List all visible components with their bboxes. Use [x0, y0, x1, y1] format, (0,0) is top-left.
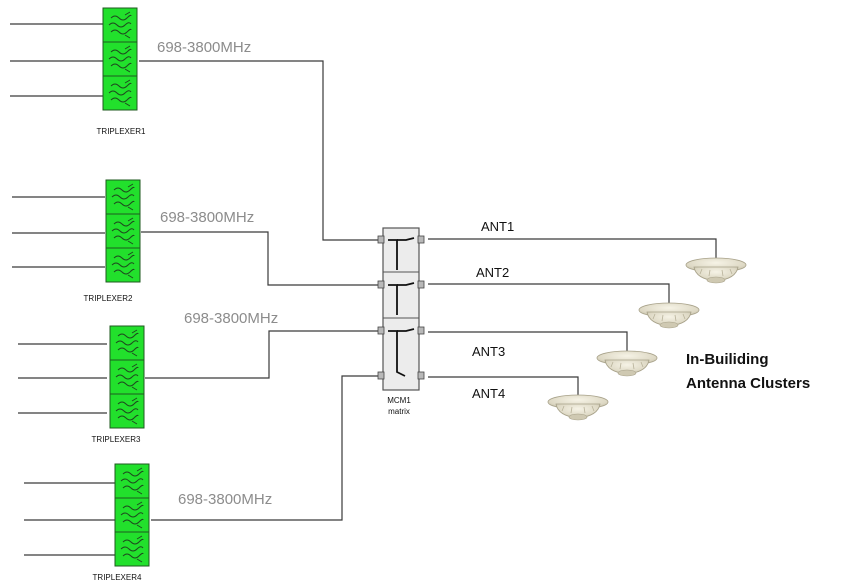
triplexer-label: TRIPLEXER4 — [93, 573, 142, 582]
triplexer-label: TRIPLEXER2 — [84, 294, 133, 303]
cluster-label-line2: Antenna Clusters — [686, 375, 810, 392]
mcm1-matrix[interactable]: MCM1 matrix — [377, 227, 425, 416]
triplexer-to-matrix-wires — [139, 60, 378, 521]
band-label: 698-3800MHz — [184, 310, 278, 327]
matrix-type: matrix — [388, 407, 410, 416]
matrix-name: MCM1 — [387, 396, 411, 405]
band-label: 698-3800MHz — [157, 39, 251, 56]
triplexer-3[interactable]: TRIPLEXER3 — [92, 325, 145, 444]
antenna-label: ANT3 — [472, 344, 505, 359]
filter-icon — [109, 325, 145, 361]
filter-icon — [102, 7, 138, 43]
input-wires — [10, 23, 115, 556]
filter-icon — [114, 531, 150, 567]
band-label: 698-3800MHz — [178, 491, 272, 508]
matrix-to-antenna-wires — [428, 238, 717, 397]
band-label: 698-3800MHz — [160, 209, 254, 226]
triplexer-label: TRIPLEXER3 — [92, 435, 141, 444]
triplexer-label: TRIPLEXER1 — [97, 127, 146, 136]
filter-icon — [109, 393, 145, 429]
antenna-label: ANT4 — [472, 386, 505, 401]
antenna-dome-icon[interactable] — [596, 350, 658, 377]
cluster-label-line1: In-Builiding — [686, 351, 768, 368]
antenna-label: ANT2 — [476, 265, 509, 280]
triplexer-2[interactable]: TRIPLEXER2 — [84, 179, 141, 303]
filter-icon — [102, 41, 138, 77]
filter-icon — [109, 359, 145, 395]
filter-icon — [114, 497, 150, 533]
filter-icon — [105, 179, 141, 215]
antenna-dome-icon[interactable] — [685, 257, 747, 284]
filter-icon — [105, 213, 141, 249]
filter-icon — [114, 463, 150, 499]
antenna-label: ANT1 — [481, 219, 514, 234]
filter-icon — [102, 75, 138, 111]
antenna-dome-icon[interactable] — [638, 302, 700, 329]
triplexer-1[interactable]: TRIPLEXER1 — [97, 7, 146, 136]
triplexer-4[interactable]: TRIPLEXER4 — [93, 463, 150, 582]
filter-icon — [105, 247, 141, 283]
antenna-dome-icon[interactable] — [547, 394, 609, 421]
